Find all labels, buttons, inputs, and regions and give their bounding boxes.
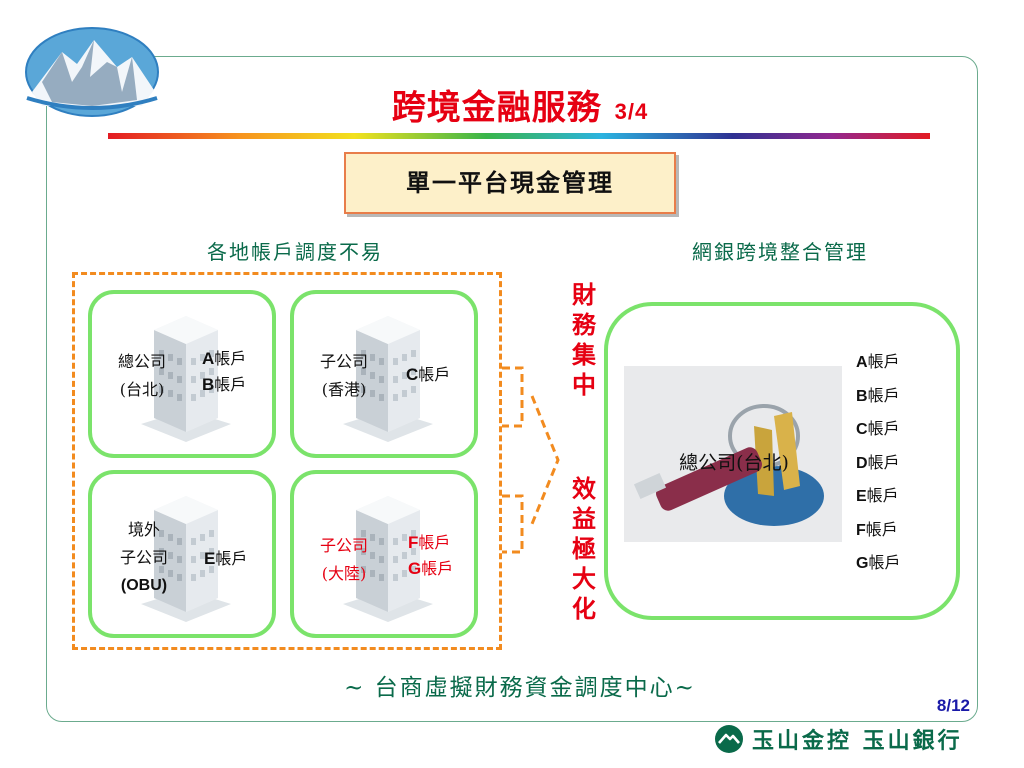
company-line: 總公司 <box>117 352 166 371</box>
integrated-account-list: A帳戶 B帳戶 C帳戶 D帳戶 E帳戶 F帳戶 G帳戶 <box>856 346 926 581</box>
account-list: F帳戶 G帳戶 <box>408 530 453 582</box>
benefit-char: 化 <box>572 594 596 623</box>
title-main: 跨境金融服務 <box>391 88 602 128</box>
company-line: (香港) <box>321 380 367 399</box>
company-card-obu: 境外 子公司 (OBU) E帳戶 <box>88 470 276 638</box>
subtitle-box: 單一平台現金管理 <box>344 152 676 214</box>
account-item: F帳戶 <box>856 519 898 539</box>
company-line: (OBU) <box>120 577 168 594</box>
benefit-char: 效 <box>572 474 596 503</box>
benefit-char: 財 <box>572 280 596 309</box>
company-name: 總公司 (台北) <box>106 348 178 404</box>
account-item: C帳戶 <box>856 419 900 438</box>
usb-key-image <box>624 366 842 542</box>
benefit-centralized-finance: 財 務 集 中 <box>564 280 604 400</box>
brand-name: 玉山金控 玉山銀行 <box>752 729 963 754</box>
account-list: E帳戶 <box>204 546 247 572</box>
left-section-label: 各地帳戶調度不易 <box>207 240 383 264</box>
account-list: A帳戶 B帳戶 <box>202 346 246 398</box>
account-list: C帳戶 <box>406 362 450 388</box>
company-line: (大陸) <box>321 564 367 583</box>
company-name: 子公司 (大陸) <box>308 532 380 588</box>
company-name: 境外 子公司 (OBU) <box>104 516 184 600</box>
account-item: D帳戶 <box>856 452 900 472</box>
account-item: C帳戶 <box>406 365 451 384</box>
company-line: 境外 <box>127 520 160 539</box>
benefit-char: 中 <box>572 370 596 399</box>
account-item: B帳戶 <box>202 375 247 394</box>
subsidiaries-dashed-box <box>72 272 502 650</box>
company-card-hongkong: 子公司 (香港) C帳戶 <box>290 290 478 458</box>
account-item: B帳戶 <box>856 385 900 405</box>
footer-caption: ~ 台商虛擬財務資金調度中心~ <box>344 675 696 701</box>
slide-title: 跨境金融服務 3/4 <box>200 80 840 129</box>
brand-footer: 玉山金控 玉山銀行 <box>714 722 994 756</box>
slide-frame <box>46 56 978 722</box>
right-section-label: 網銀跨境整合管理 <box>692 240 868 264</box>
rainbow-divider <box>108 133 930 139</box>
benefit-char: 益 <box>572 504 596 533</box>
account-item: A帳戶 <box>856 352 900 371</box>
account-item: F帳戶 <box>408 533 451 552</box>
benefit-char: 務 <box>572 310 596 339</box>
company-line: 子公司 <box>119 548 168 567</box>
account-item: G帳戶 <box>856 553 901 572</box>
company-name: 子公司 (香港) <box>308 348 380 404</box>
account-item: E帳戶 <box>204 549 248 568</box>
page-number: 8/12 <box>936 696 970 715</box>
merge-arrow <box>502 366 560 554</box>
esun-logo-icon <box>715 725 743 753</box>
benefit-char: 極 <box>572 534 596 563</box>
title-page-indicator: 3/4 <box>614 99 649 124</box>
company-line: (台北) <box>119 380 165 399</box>
headquarters-label: 總公司(台北) <box>679 452 789 474</box>
account-item: G帳戶 <box>408 559 454 578</box>
company-line: 子公司 <box>319 352 368 371</box>
account-item: A帳戶 <box>202 349 247 368</box>
benefit-char: 集 <box>572 340 596 369</box>
benefit-maximize-efficiency: 效 益 極 大 化 <box>564 474 604 624</box>
company-card-taipei: 總公司 (台北) A帳戶 B帳戶 <box>88 290 276 458</box>
company-card-mainland: 子公司 (大陸) F帳戶 G帳戶 <box>290 470 478 638</box>
benefit-char: 大 <box>572 564 596 593</box>
mountain-logo <box>25 27 159 117</box>
account-item: E帳戶 <box>856 486 899 505</box>
company-line: 子公司 <box>319 536 368 555</box>
